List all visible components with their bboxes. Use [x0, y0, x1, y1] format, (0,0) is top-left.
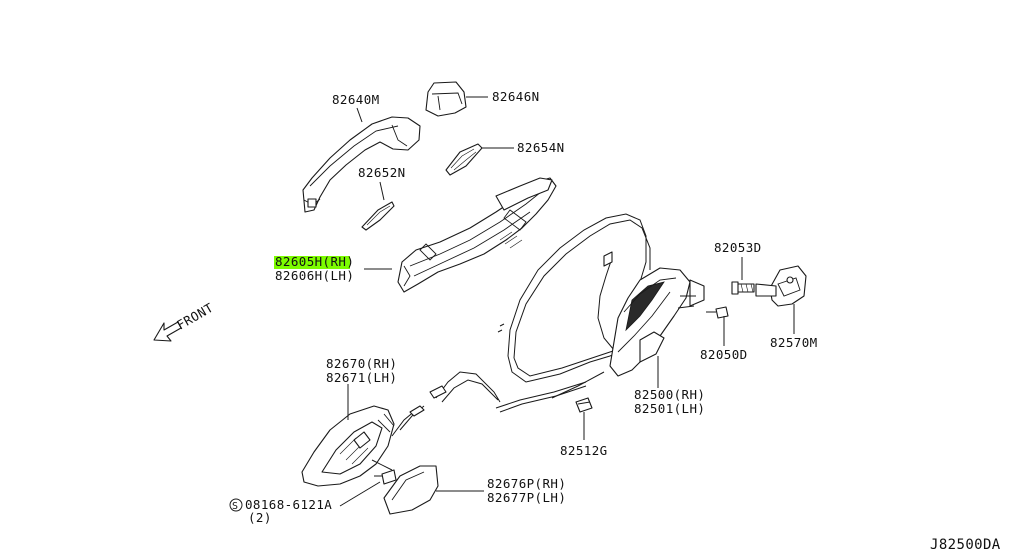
label-82605H: 82605H(RH) — [275, 254, 354, 269]
label-82677P: 82677P(LH) — [487, 490, 566, 505]
label-82501: 82501(LH) — [634, 401, 705, 416]
diagram-id: J82500DA — [930, 537, 1001, 553]
label-82640M: 82640M — [332, 92, 380, 107]
inside-handle-82670[interactable] — [301, 405, 395, 487]
label-82670: 82670(RH) — [326, 356, 397, 371]
gasket-82654N[interactable] — [445, 143, 483, 176]
label-82676P: 82676P(RH) — [487, 476, 566, 491]
label-82512G: 82512G — [560, 443, 608, 458]
label-82500: 82500(RH) — [634, 387, 705, 402]
label-82570M: 82570M — [770, 335, 818, 350]
front-arrow-icon — [153, 321, 182, 342]
label-82654N: 82654N — [517, 140, 565, 155]
label-82646N: 82646N — [492, 89, 540, 104]
clip-82512G[interactable] — [575, 397, 593, 413]
lock-cables — [495, 213, 651, 413]
front-label: FRONT — [174, 300, 216, 333]
handle-frame-82605H[interactable] — [397, 177, 557, 293]
escutcheon-82676P[interactable] — [383, 465, 439, 515]
handle-cap-82646N[interactable] — [425, 81, 467, 117]
label-82606H: 82606H(LH) — [275, 268, 354, 283]
gasket-82652N[interactable] — [361, 201, 395, 231]
label-quantity: (2) — [248, 510, 272, 525]
screw-08168-6121A[interactable] — [374, 469, 397, 485]
label-08168-6121A: 08168-6121A — [245, 497, 332, 512]
highlight-82605H — [274, 256, 350, 269]
outside-handle-82640M[interactable] — [302, 116, 421, 213]
screw-82053D[interactable] — [731, 281, 755, 295]
s-mark-icon: S — [229, 498, 243, 512]
label-82671: 82671(LH) — [326, 370, 397, 385]
screw-82050D[interactable] — [706, 306, 729, 319]
label-82652N: 82652N — [358, 165, 406, 180]
s-mark-letter: S — [232, 501, 238, 512]
label-82050D: 82050D — [700, 347, 748, 362]
label-82053D: 82053D — [714, 240, 762, 255]
door-lock-actuator-82500[interactable] — [609, 267, 705, 377]
striker-82570M[interactable] — [755, 265, 807, 307]
